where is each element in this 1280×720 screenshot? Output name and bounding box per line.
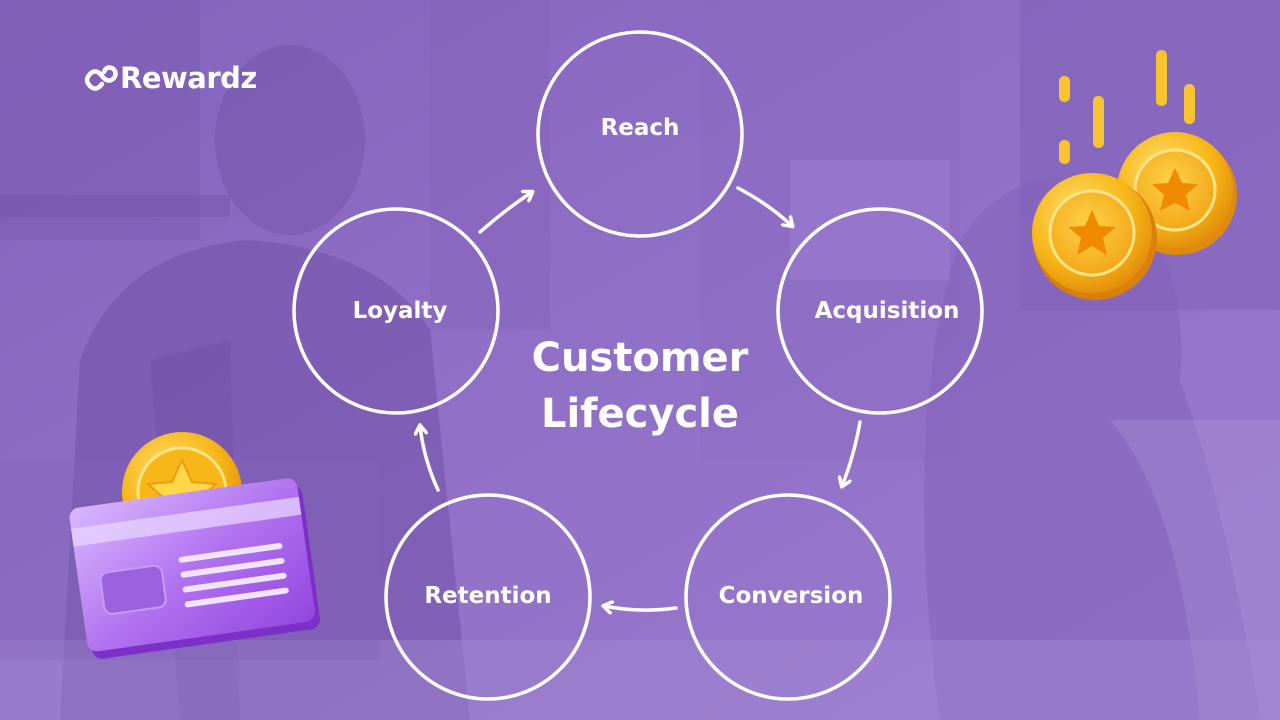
stage-circle-retention <box>384 493 592 701</box>
stage-circle-acquisition <box>776 207 984 415</box>
brand-logo[interactable]: Rewardz <box>82 56 257 100</box>
arrow-retention-to-loyalty <box>420 426 440 492</box>
arrow-acquisition-to-conversion <box>842 420 862 486</box>
arrow-loyalty-to-reach <box>478 192 532 234</box>
arrow-reach-to-acquisition <box>736 186 792 226</box>
stage-label-reach: Reach <box>600 115 680 141</box>
brand-name: Rewardz <box>120 61 257 95</box>
stage-label-loyalty: Loyalty <box>352 298 448 324</box>
arrow-conversion-to-retention <box>604 606 678 610</box>
stage-label-acquisition: Acquisition <box>814 298 960 324</box>
diagram-title-line2: Lifecycle <box>540 391 740 437</box>
falling-gold-coins-icon <box>1032 50 1237 300</box>
stage-label-retention: Retention <box>424 583 552 609</box>
stage-circle-conversion <box>684 493 892 701</box>
stage-label-conversion: Conversion <box>718 583 864 609</box>
infinity-loop-logo-icon <box>84 65 118 91</box>
loyalty-card-with-coin-icon <box>69 432 321 659</box>
diagram-title: Customer Lifecycle <box>490 330 790 442</box>
stage-circle-reach <box>536 30 744 238</box>
diagram-title-line1: Customer <box>531 335 749 381</box>
stage-circle-loyalty <box>292 207 500 415</box>
